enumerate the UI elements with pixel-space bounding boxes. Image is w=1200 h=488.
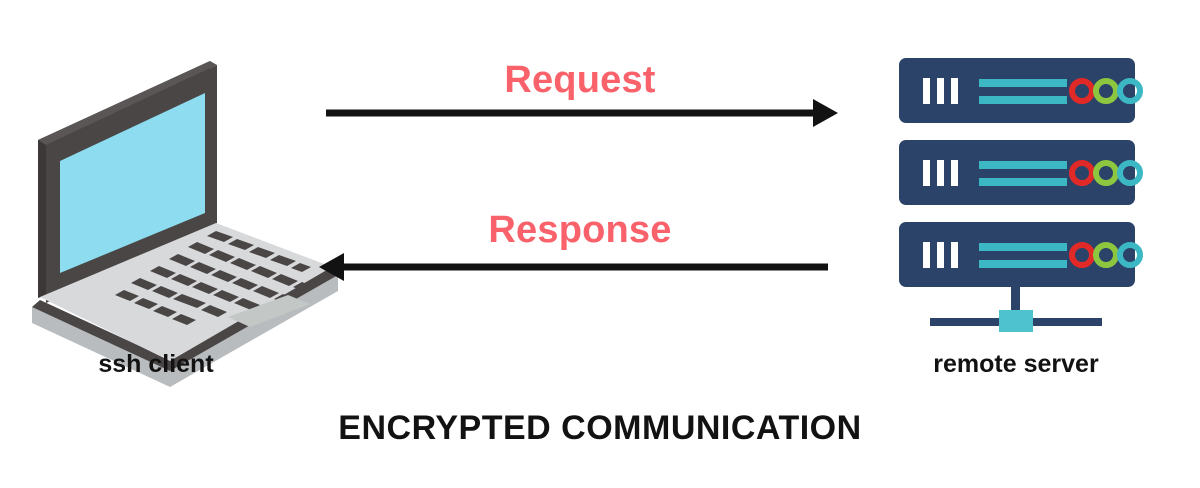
server-data-lines bbox=[979, 243, 1067, 268]
server-unit-chassis bbox=[899, 58, 1135, 123]
led-green-icon bbox=[1093, 160, 1119, 186]
ssh-client-label: ssh client bbox=[98, 350, 214, 378]
server-unit bbox=[899, 58, 1143, 123]
led-green-icon bbox=[1093, 242, 1119, 268]
laptop-deck bbox=[40, 223, 332, 361]
remote-server-label: remote server bbox=[933, 350, 1099, 378]
server-stand bbox=[930, 286, 1102, 332]
response-arrow bbox=[319, 253, 828, 281]
laptop-base-side bbox=[32, 274, 338, 387]
server-status-leds bbox=[1069, 160, 1143, 186]
server-unit-chassis bbox=[899, 140, 1135, 205]
server-vent-bars bbox=[923, 242, 958, 268]
request-arrow-label: Request bbox=[504, 59, 656, 101]
server-stand-stem bbox=[1011, 286, 1020, 328]
server-status-leds bbox=[1069, 78, 1143, 104]
server-vent-bars bbox=[923, 160, 958, 186]
server-unit bbox=[899, 222, 1143, 287]
laptop-lid-top-edge bbox=[38, 61, 217, 145]
server-stand-connector bbox=[999, 310, 1033, 332]
led-red-icon bbox=[1069, 78, 1095, 104]
server-data-lines bbox=[979, 161, 1067, 186]
response-arrowhead bbox=[319, 253, 344, 281]
laptop-screen bbox=[60, 93, 205, 273]
server-data-lines bbox=[979, 79, 1067, 104]
led-red-icon bbox=[1069, 242, 1095, 268]
request-arrowhead bbox=[813, 99, 838, 127]
response-arrow-label: Response bbox=[488, 209, 672, 251]
laptop-keyboard bbox=[115, 231, 314, 325]
led-green-icon bbox=[1093, 78, 1119, 104]
led-red-icon bbox=[1069, 160, 1095, 186]
request-arrow bbox=[326, 99, 838, 127]
server-unit-chassis bbox=[899, 222, 1135, 287]
led-cyan-icon bbox=[1117, 78, 1143, 104]
led-cyan-icon bbox=[1117, 242, 1143, 268]
server-rack-icon bbox=[899, 58, 1143, 332]
server-vent-bars bbox=[923, 78, 958, 104]
server-unit bbox=[899, 140, 1143, 205]
led-cyan-icon bbox=[1117, 160, 1143, 186]
arrows-group bbox=[319, 99, 838, 281]
laptop-icon bbox=[32, 61, 338, 387]
laptop-trackpad bbox=[228, 295, 310, 327]
diagram-caption: ENCRYPTED COMMUNICATION bbox=[338, 409, 862, 447]
laptop-base bbox=[32, 223, 338, 387]
server-status-leds bbox=[1069, 242, 1143, 268]
laptop-lid bbox=[38, 61, 217, 303]
